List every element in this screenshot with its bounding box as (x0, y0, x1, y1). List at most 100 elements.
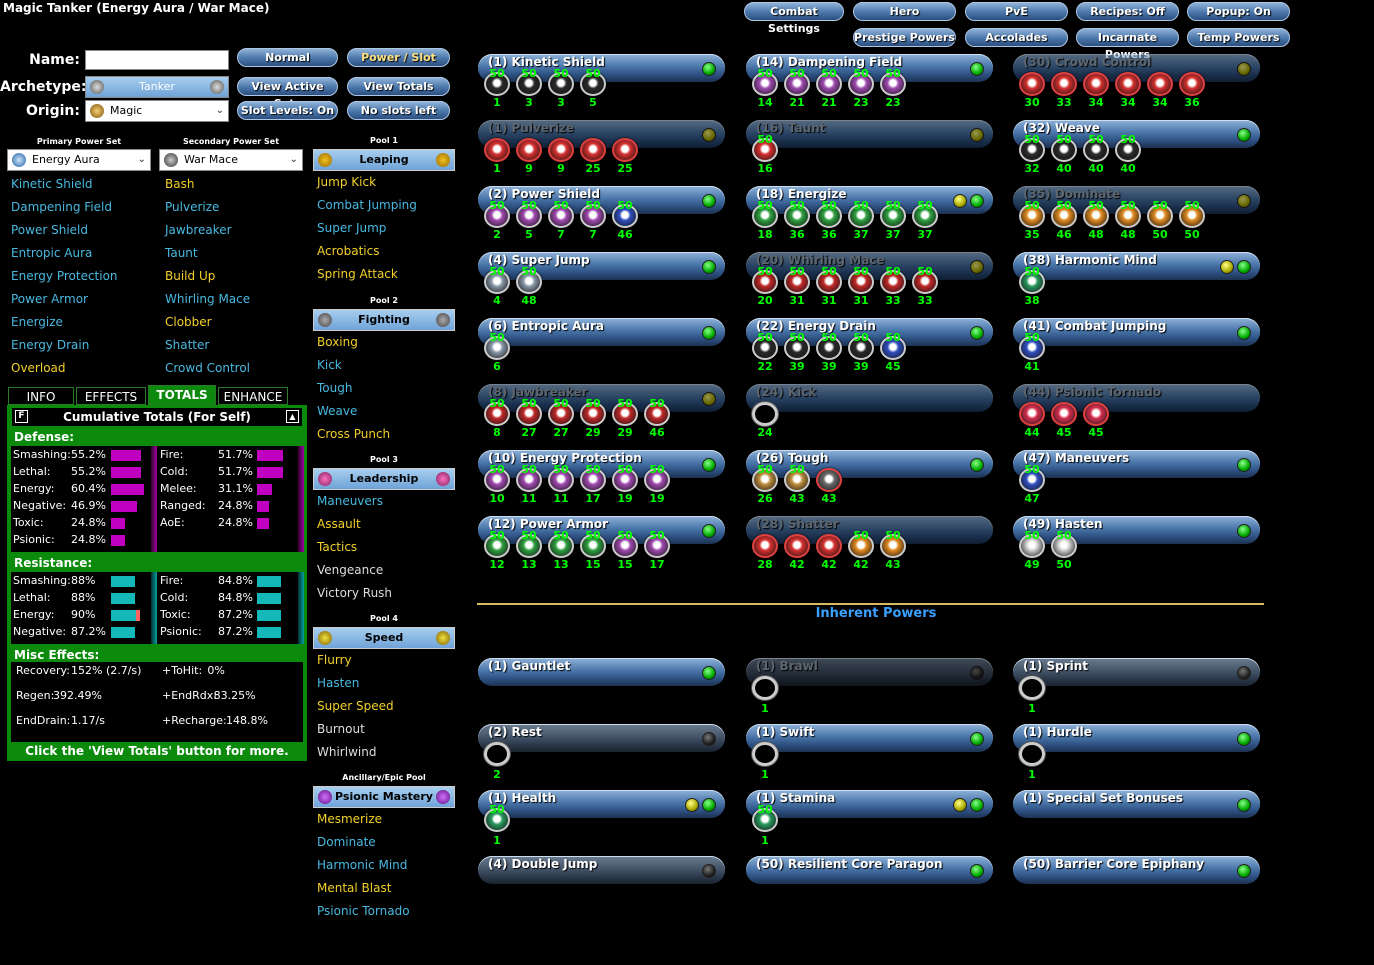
primary-power-item[interactable]: Overload (11, 361, 66, 375)
pool-power-item[interactable]: Flurry (317, 653, 352, 667)
primary-power-item[interactable]: Kinetic Shield (11, 177, 93, 191)
empty-slot[interactable]: 1 (1018, 738, 1046, 781)
pool-power-item[interactable]: Acrobatics (317, 244, 380, 258)
origin-select[interactable]: Magic ⌄ (85, 100, 229, 122)
power-tray[interactable]: (4) Double Jump (478, 856, 725, 884)
empty-slot[interactable]: 2 (483, 738, 511, 781)
tab-effects[interactable]: EFFECTS (76, 387, 146, 405)
pool-select[interactable]: Fighting (313, 309, 455, 331)
empty-slot[interactable]: 1 (751, 738, 779, 781)
tab-info[interactable]: INFO (8, 387, 74, 405)
pool-power-item[interactable]: Super Speed (317, 699, 394, 713)
incarnate-powers-button[interactable]: Incarnate Powers (1076, 28, 1179, 61)
pool-power-item[interactable]: Whirlwind (317, 745, 377, 759)
enhancement-slot[interactable]: 1 (483, 134, 511, 175)
enhancement-slot[interactable]: 45 (1082, 398, 1110, 439)
enhancement-slot[interactable]: 9 (515, 134, 543, 175)
hero-button[interactable]: Hero (853, 2, 956, 21)
archetype-select[interactable]: Tanker (85, 76, 229, 98)
tab-enhance[interactable]: ENHANCE (218, 387, 288, 405)
no-slots-left-button[interactable]: No slots left (347, 101, 450, 120)
enhancement-slot[interactable]: 9 (547, 134, 575, 175)
combat-settings-button[interactable]: Combat Settings (744, 2, 844, 35)
pool-power-item[interactable]: Dominate (317, 835, 376, 849)
pool-power-item[interactable]: Kick (317, 358, 342, 372)
temp-powers-button[interactable]: Temp Powers (1187, 28, 1290, 47)
filter-toggle[interactable]: F (15, 410, 28, 423)
power-tray[interactable]: (1) Brawl (746, 658, 993, 686)
pool-power-item[interactable]: Spring Attack (317, 267, 398, 281)
pool-select[interactable]: Leaping (313, 149, 455, 171)
power-tray[interactable]: (1) Sprint (1013, 658, 1260, 686)
view-active-sets-button[interactable]: View Active Sets (237, 77, 338, 110)
recipes-button[interactable]: Recipes: Off (1076, 2, 1179, 21)
power-tray[interactable]: (6) Entropic Aura (478, 318, 725, 346)
secondary-power-item[interactable]: Whirling Mace (165, 292, 251, 306)
power-tray[interactable]: (1) Health (478, 790, 725, 818)
power-tray[interactable]: (47) Maneuvers (1013, 450, 1260, 478)
pool-select[interactable]: Psionic Mastery (313, 786, 455, 808)
enhancement-slot[interactable]: 34 (1114, 68, 1142, 109)
enhancement-slot[interactable]: 42 (815, 530, 843, 571)
secondary-power-item[interactable]: Clobber (165, 315, 212, 329)
view-totals-button[interactable]: View Totals (347, 77, 450, 96)
power-tray[interactable]: (2) Rest (478, 724, 725, 752)
power-tray[interactable]: (4) Super Jump (478, 252, 725, 280)
primary-power-item[interactable]: Energize (11, 315, 63, 329)
pool-power-item[interactable]: Burnout (317, 722, 365, 736)
pool-power-item[interactable]: Tough (317, 381, 353, 395)
power-tray[interactable]: (20) Whirling Mace (746, 252, 993, 280)
pool-power-item[interactable]: Hasten (317, 676, 360, 690)
primary-power-item[interactable]: Dampening Field (11, 200, 112, 214)
secondary-power-item[interactable]: Pulverize (165, 200, 220, 214)
primary-set-select[interactable]: Energy Aura ⌄ (7, 149, 151, 171)
power-tray[interactable]: (41) Combat Jumping (1013, 318, 1260, 346)
secondary-power-item[interactable]: Shatter (165, 338, 210, 352)
power-slot-button[interactable]: Power / Slot (347, 48, 450, 67)
pool-power-item[interactable]: Weave (317, 404, 358, 418)
pool-power-item[interactable]: Tactics (317, 540, 358, 554)
tab-totals[interactable]: TOTALS (148, 385, 216, 405)
pool-power-item[interactable]: Victory Rush (317, 586, 393, 600)
enhancement-slot[interactable]: 45 (1050, 398, 1078, 439)
power-tray[interactable]: (38) Harmonic Mind (1013, 252, 1260, 280)
secondary-set-select[interactable]: War Mace ⌄ (159, 149, 303, 171)
primary-power-item[interactable]: Energy Drain (11, 338, 90, 352)
